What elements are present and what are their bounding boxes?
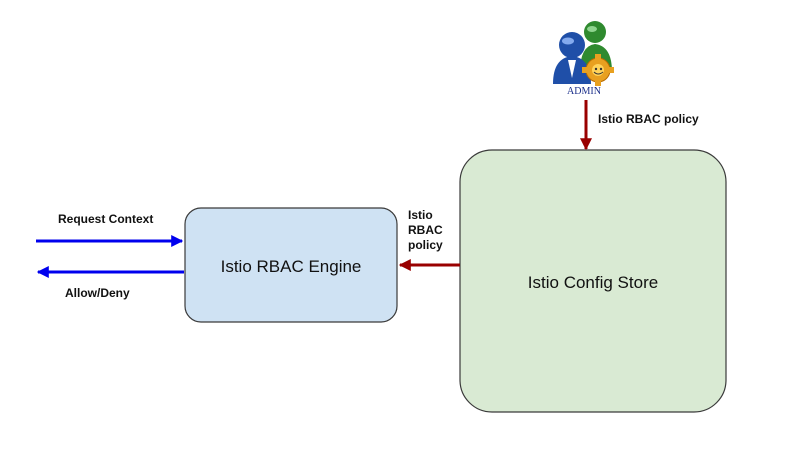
request-context-edge: Request Context [36, 212, 184, 247]
store-to-engine-label-line-1: Istio [408, 208, 433, 222]
rbac-engine-node: Istio RBAC Engine [184, 207, 398, 323]
allow-deny-edge: Allow/Deny [36, 266, 184, 300]
admin-users-icon: ADMIN [553, 21, 614, 97]
store-to-engine-edge: Istio RBAC policy [398, 208, 460, 271]
rbac-engine-label: Istio RBAC Engine [221, 257, 362, 276]
allow-deny-label: Allow/Deny [65, 286, 130, 300]
store-to-engine-label-line-2: RBAC [408, 223, 443, 237]
gear-icon [582, 54, 614, 86]
store-to-engine-label-line-3: policy [408, 238, 443, 252]
config-store-label: Istio Config Store [528, 273, 658, 292]
config-store-box [459, 149, 727, 413]
config-store-node: Istio Config Store [459, 149, 727, 413]
admin-to-store-edge: Istio RBAC policy [580, 100, 699, 151]
request-context-label: Request Context [58, 212, 153, 226]
rbac-engine-box [184, 207, 398, 323]
admin-caption: ADMIN [567, 86, 601, 97]
admin-to-store-label: Istio RBAC policy [598, 112, 699, 126]
